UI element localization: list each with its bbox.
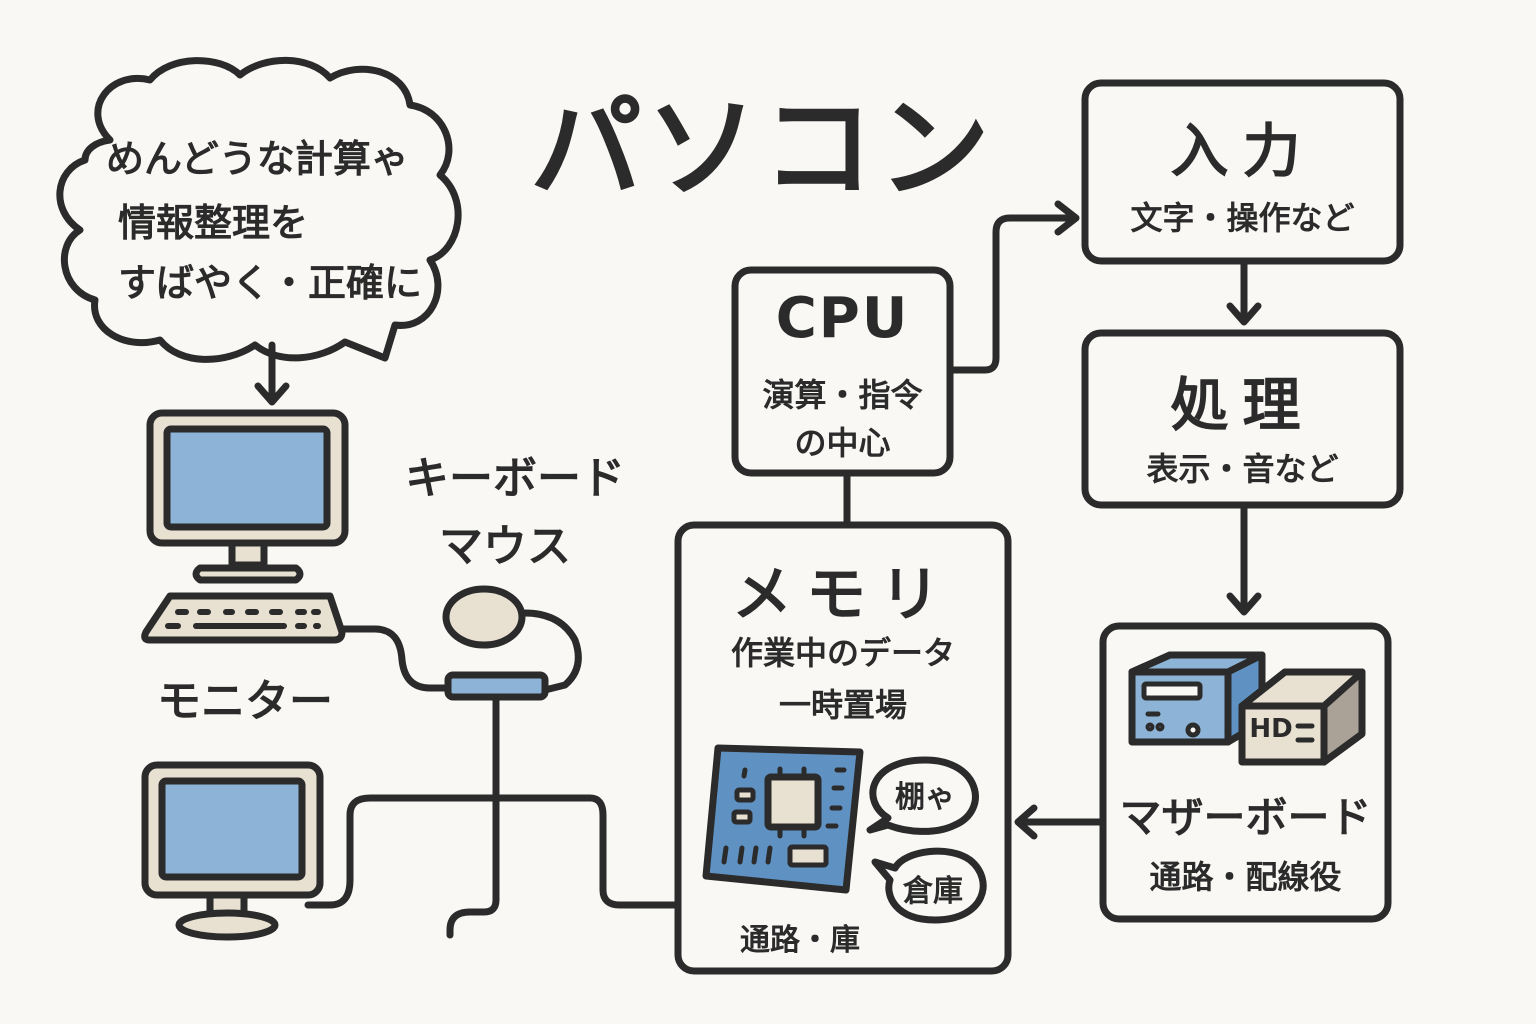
cpu-title: CPU (775, 286, 910, 351)
hub-icon (444, 671, 549, 939)
input-title: 入力 (1170, 117, 1315, 185)
bubble-line-1: めんどうな計算ゃ (106, 137, 409, 181)
arrow-input-to-process (1226, 257, 1262, 326)
motherboard-title: マザーボード (1119, 793, 1372, 842)
input-subtitle: 文字・操作など (1130, 199, 1355, 237)
speech-bubble-2 (871, 847, 987, 924)
motherboard-subtitle: 通路・配線役 (1149, 858, 1342, 896)
keyboard-cable (338, 625, 452, 692)
process-subtitle: 表示・音など (1146, 450, 1339, 488)
arrow-bubble-to-monitor (254, 341, 290, 406)
memory-subtitle-1: 作業中のデータ (730, 634, 955, 672)
mouse-icon (442, 585, 582, 694)
mouse-label: マウス (439, 521, 571, 572)
monitor-label: モニター (157, 676, 333, 727)
monitor-icon (146, 409, 349, 584)
keyboard-label: キーボード (405, 453, 625, 504)
arrow-process-to-motherboard (1226, 501, 1262, 616)
circuit-board-icon (702, 744, 864, 894)
hard-drive-icon (1238, 668, 1366, 766)
monitor-2-icon (141, 761, 324, 941)
speech-bubble-1-text: 棚ゃ (895, 780, 955, 815)
keyboard-icon (141, 592, 346, 644)
monitor-cable (304, 794, 684, 909)
cpu-subtitle-2: の中心 (794, 424, 891, 462)
memory-subtitle-2: 一時置場 (778, 686, 907, 724)
arrow-motherboard-to-memory (1014, 804, 1107, 840)
arrow-cpu-to-input (946, 200, 1080, 374)
speech-bubble-1 (866, 756, 979, 835)
hd-label: HD (1249, 714, 1293, 744)
memory-title: メモリ (732, 560, 954, 630)
cpu-subtitle-1: 演算・指令 (762, 376, 923, 414)
process-title: 処理 (1170, 371, 1315, 439)
bubble-line-2: 情報整理を (118, 201, 309, 245)
memory-caption: 通路・庫 (740, 923, 860, 958)
thought-bubble (56, 56, 462, 363)
bubble-line-3: すばやく・正確に (118, 261, 423, 305)
page-title: パソコン (530, 84, 994, 214)
speech-bubble-2-text: 倉庫 (903, 874, 963, 909)
